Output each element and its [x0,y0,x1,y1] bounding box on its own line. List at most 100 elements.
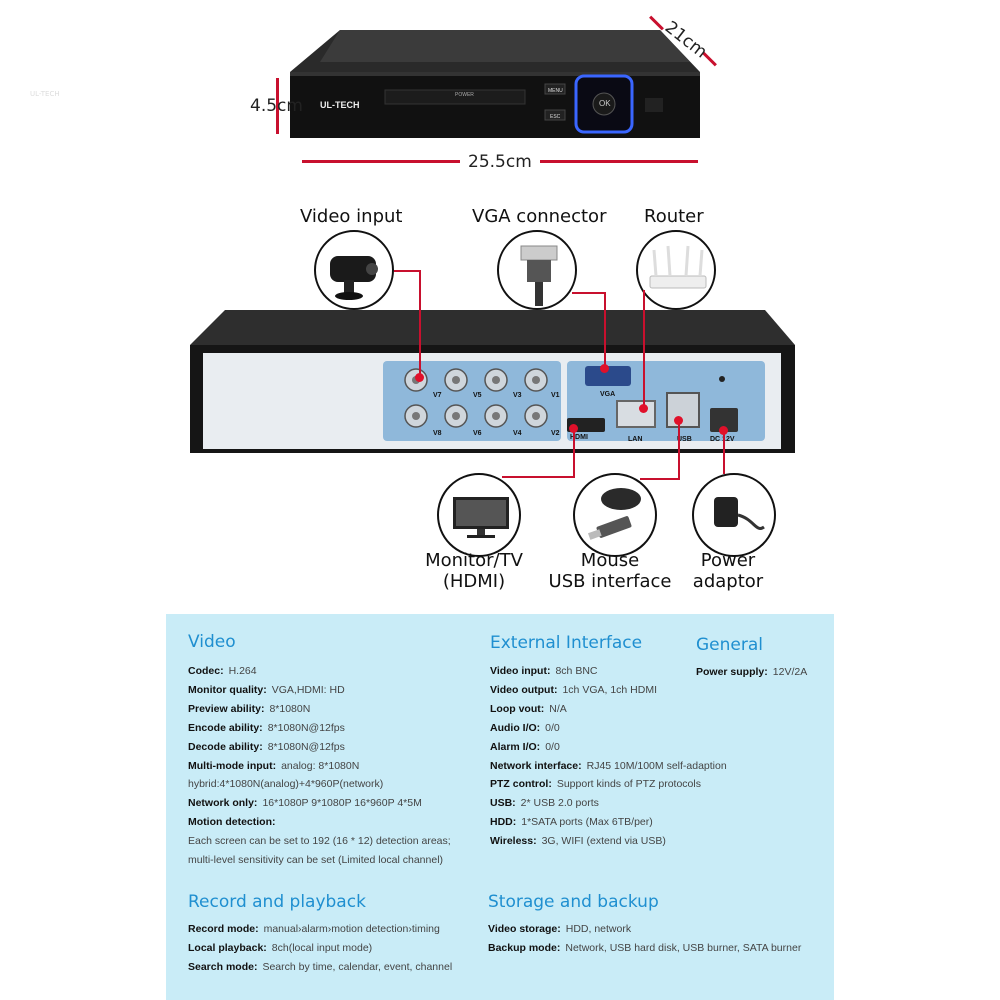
spec-row: Network interface:RJ45 10M/100M self-ada… [490,760,727,773]
spec-label: Video output: [490,683,558,696]
spec-label: Preview ability: [188,702,265,715]
spec-value: multi-level sensitivity can be set (Limi… [188,854,444,866]
spec-value: HDD, network [565,923,632,935]
spec-label: USB: [490,797,516,810]
spec-row: Network only:16*1080P 9*1080P 16*960P 4*… [188,797,422,810]
spec-row: Video storage:HDD, network [488,923,631,936]
power-adaptor-icon [692,473,776,557]
bnc-label-v2: V2 [551,430,560,437]
hdmi-port-label: HDMI [570,434,588,441]
height-dimension-line [276,78,279,134]
section-title-external: External Interface [490,633,643,653]
spec-value: RJ45 10M/100M self-adaption [586,759,727,772]
callout-mouse-line2: USB interface [548,571,672,592]
spec-row: Codec:H.264 [188,665,257,678]
esc-button[interactable]: ESC [550,114,561,120]
callout-power-line1: Power [700,550,756,571]
vga-cable-icon [497,230,577,310]
spec-row: Each screen can be set to 192 (16 * 12) … [188,835,451,848]
bnc-label-v8: V8 [433,430,442,437]
spec-label: Multi-mode input: [188,759,277,772]
spec-row: Video output:1ch VGA, 1ch HDMI [490,684,657,697]
spec-label: Audio I/O: [490,721,541,734]
spec-row: Video input:8ch BNC [490,665,597,678]
menu-button[interactable]: MENU [548,88,563,94]
spec-value: Each screen can be set to 192 (16 * 12) … [188,835,451,848]
callout-power-line2: adaptor [692,571,764,592]
line-power [723,430,725,474]
spec-row: Loop vout:N/A [490,703,567,716]
spec-value: VGA,HDMI: HD [271,683,345,696]
spec-value: 0/0 [545,740,560,753]
spec-value: Search by time, calendar, event, channel [262,961,453,973]
spec-value: 16*1080P 9*1080P 16*960P 4*5M [262,797,422,810]
spec-value: 0/0 [545,721,560,734]
spec-row: Encode ability:8*1080N@12fps [188,722,345,735]
bnc-label-v5: V5 [473,392,482,399]
dot-usb [674,416,683,425]
spec-row: Motion detection: [188,816,281,829]
spec-value: Support kinds of PTZ protocols [556,778,701,791]
spec-row: Alarm I/O: 0/0 [490,741,560,754]
spec-row: Backup mode: Network, USB hard disk, USB … [488,942,801,955]
bnc-label-v3: V3 [513,392,522,399]
spec-row: Power supply:12V/2A [696,666,807,679]
spec-row: Local playback: 8ch(local input mode) [188,942,372,955]
spec-row: Preview ability:8*1080N [188,703,310,716]
line-video-input-horz [394,270,420,272]
callout-mouse: Mouse USB interface [548,550,672,592]
spec-row: Record mode:manual›alarm›motion detectio… [188,923,440,936]
usb-port-label: USB [677,436,692,443]
spec-row: multi-level sensitivity can be set (Limi… [188,854,443,867]
spec-value: 8ch BNC [555,665,598,677]
ground-screw [719,376,725,382]
dvr-front-illustration [290,30,700,138]
callout-monitor-line2: (HDMI) [442,571,506,592]
line-usb-vert [678,420,680,480]
width-dimension-label: 25.5cm [468,152,532,172]
section-title-record: Record and playback [188,892,366,912]
spec-value: 12V/2A [772,666,808,678]
spec-row: USB: 2* USB 2.0 ports [490,797,599,810]
spec-row: Monitor quality: VGA,HDMI: HD [188,684,345,697]
spec-label: Local playback: [188,942,267,954]
spec-value: 8ch(local input mode) [271,942,373,954]
spec-value: 8*1080N@12fps [267,740,345,753]
vga-port [585,366,631,386]
spec-label: PTZ control: [490,778,552,791]
callout-monitor-line1: Monitor/TV [425,550,523,571]
brand-logo: UL-TECH [320,100,360,110]
spec-label: Decode ability: [188,740,263,753]
spec-label: Search mode: [188,961,258,973]
bnc-label-v7: V7 [433,392,442,399]
spec-label: Alarm I/O: [490,740,541,753]
monitor-icon [437,473,521,557]
callout-vga-connector: VGA connector [472,206,607,227]
line-vga-horz [572,292,606,294]
spec-value: 2* USB 2.0 ports [520,797,599,810]
spec-row: PTZ control: Support kinds of PTZ protoco… [490,778,701,791]
spec-label: Encode ability: [188,721,263,734]
width-dimension-line-right [540,160,698,163]
callout-mouse-line1: Mouse [580,550,640,571]
spec-value: hybrid:4*1080N(analog)+4*960P(network) [188,778,384,791]
section-title-video: Video [188,632,236,652]
spec-label: Backup mode: [488,942,561,954]
section-title-storage: Storage and backup [488,892,659,912]
spec-value: Network, USB hard disk, USB burner, SATA… [565,942,802,954]
height-dimension-label: 4.5cm [250,96,303,116]
ok-button[interactable]: OK [599,99,611,108]
spec-label: Monitor quality: [188,683,267,696]
dc-port-label: DC 12V [710,436,735,443]
spec-value: 1*SATA ports (Max 6TB/per) [521,816,653,829]
bnc-label-v1: V1 [551,392,560,399]
line-usb-horz [640,478,680,480]
spec-label: Record mode: [188,923,259,935]
spec-label: Codec: [188,665,224,677]
line-video-input-vert [419,270,421,378]
spec-label: HDD: [490,816,517,829]
usb-ports [666,392,700,428]
callout-video-input: Video input [300,206,403,227]
bnc-label-v4: V4 [513,430,522,437]
